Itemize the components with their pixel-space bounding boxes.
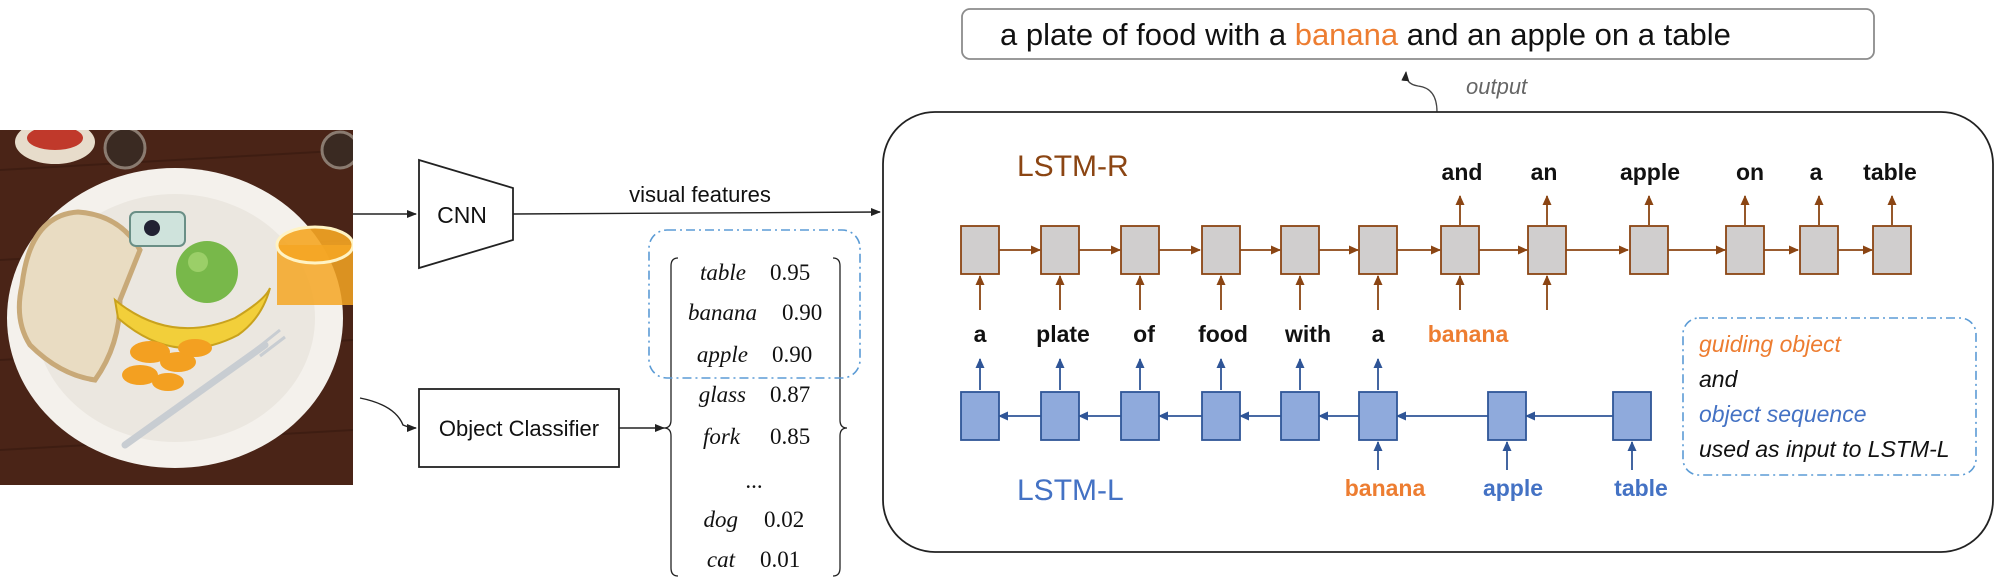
lstm-l-cell (960, 391, 1000, 441)
object-classifier-block (418, 388, 620, 468)
lstm-r-cell (1440, 225, 1480, 275)
photo-to-classifier-arrow (359, 397, 417, 432)
lstm-l-cell (1040, 391, 1080, 441)
caption-box (961, 8, 1875, 60)
lstm-r-chain (960, 195, 1912, 310)
lstm-l-cell (1120, 391, 1160, 441)
lstm-container (882, 111, 1994, 553)
guiding-object-word: banana (1428, 321, 1509, 347)
detection-score: 0.87 (770, 382, 810, 407)
cnn-block (418, 158, 514, 270)
lstm-r-output-word: an (1531, 159, 1558, 185)
middle-word: food (1198, 321, 1248, 347)
output-label: output (1466, 74, 1528, 99)
lstm-r-cell (960, 225, 1000, 275)
visual-features-arrow (512, 208, 881, 217)
lstm-r-output-word: a (1810, 159, 1823, 185)
detection-label: glass (699, 382, 746, 407)
output-arrow (1401, 71, 1438, 113)
detection-score: 0.02 (764, 507, 804, 532)
legend-guiding-object: guiding object (1699, 331, 1843, 357)
detection-score: 0.90 (782, 300, 822, 325)
detection-score: 0.01 (760, 547, 800, 572)
lstm-l-input-word: banana (1345, 475, 1426, 501)
detection-label: cat (707, 547, 736, 572)
detection-score: 0.95 (770, 260, 810, 285)
guiding-objects-highlight (648, 229, 861, 379)
lstm-r-output-word: on (1736, 159, 1764, 185)
lstm-r-cell (1725, 225, 1765, 275)
detection-label: dog (704, 507, 739, 532)
lstm-l-input-word: apple (1483, 475, 1543, 501)
lstm-r-cell (1358, 225, 1398, 275)
legend-usage: used as input to LSTM-L (1699, 436, 1950, 462)
middle-word: with (1284, 321, 1331, 347)
lstm-l-cell (1201, 391, 1241, 441)
lstm-l-cell (1358, 391, 1398, 441)
cnn-label: CNN (437, 202, 487, 228)
middle-word: plate (1036, 321, 1090, 347)
lstm-r-cell (1629, 225, 1669, 275)
detection-label: apple (697, 342, 748, 367)
middle-word: a (1372, 321, 1385, 347)
lstm-r-title: LSTM-R (1017, 150, 1129, 183)
legend-object-sequence: object sequence (1699, 401, 1867, 427)
lstm-l-title: LSTM-L (1017, 474, 1124, 507)
object-classifier-label: Object Classifier (439, 416, 599, 441)
lstm-l-cell (1487, 391, 1527, 441)
lstm-r-cell (1280, 225, 1320, 275)
lstm-r-cell (1120, 225, 1160, 275)
lstm-r-output-word: and (1442, 159, 1483, 185)
legend: guiding object and object sequence used … (1699, 331, 1950, 462)
lstm-r-cell (1527, 225, 1567, 275)
caption-guiding-object: banana (1295, 17, 1399, 52)
lstm-r-cell (1201, 225, 1241, 275)
detection-brace (663, 257, 848, 577)
detection-ellipsis: ... (745, 468, 762, 493)
lstm-l-chain (960, 358, 1652, 470)
middle-word: a (974, 321, 987, 347)
caption-before: a plate of food with a (1000, 17, 1295, 52)
lstm-r-cell (1040, 225, 1080, 275)
food-plate-photo (0, 130, 353, 485)
caption-after: and an apple on a table (1398, 17, 1731, 52)
detection-label: table (700, 260, 746, 285)
detection-score: 0.85 (770, 424, 810, 449)
lstm-r-outputs: and an apple on a table (1442, 159, 1917, 185)
legend-and: and (1699, 366, 1739, 392)
detection-label: banana (688, 300, 757, 325)
lstm-r-output-word: table (1863, 159, 1917, 185)
detection-score: 0.90 (772, 342, 812, 367)
lstm-l-cell (1280, 391, 1320, 441)
lstm-r-output-word: apple (1620, 159, 1680, 185)
lstm-l-inputs: banana apple table (1345, 475, 1668, 501)
legend-box (1682, 317, 1977, 476)
visual-features-label: visual features (629, 182, 771, 207)
detection-list: table 0.95 banana 0.90 apple 0.90 glass … (688, 260, 822, 572)
lstm-r-cell (1872, 225, 1912, 275)
middle-word: of (1133, 321, 1155, 347)
detection-label: fork (703, 424, 741, 449)
generated-caption: a plate of food with a banana and an app… (1000, 17, 1731, 52)
lstm-r-cell (1799, 225, 1839, 275)
lstm-l-input-word: table (1614, 475, 1668, 501)
middle-words: a plate of food with a banana (974, 321, 1509, 347)
lstm-l-cell (1612, 391, 1652, 441)
